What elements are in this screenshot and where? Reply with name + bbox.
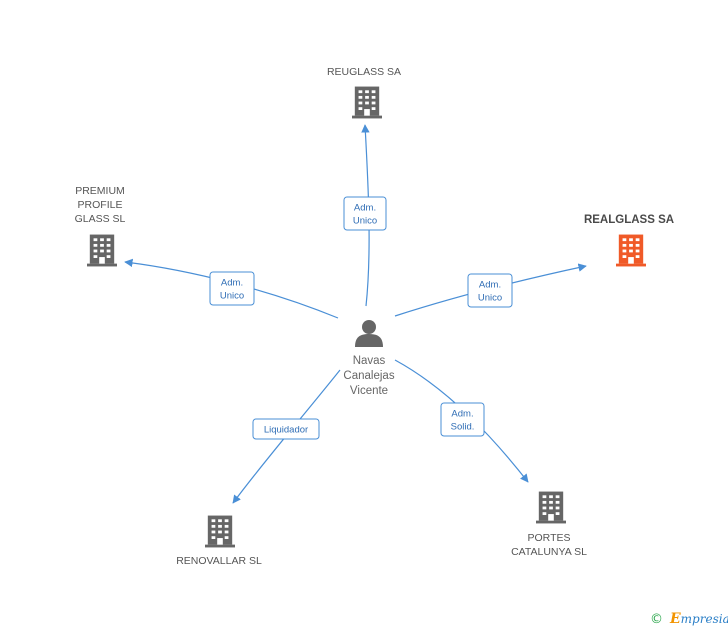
company-name-line: GLASS SL (75, 213, 126, 225)
copyright-symbol: © (650, 612, 663, 627)
relation-label-text: Unico (353, 216, 377, 227)
company-name-line: CATALUNYA SL (511, 546, 587, 558)
footer-brand[interactable]: © Empresia (650, 611, 728, 627)
building-icon (536, 491, 566, 524)
company-name-line: PREMIUM (75, 185, 125, 197)
relation-label-box (252, 418, 320, 440)
relation-label-realglass[interactable]: Adm. Unico (467, 273, 513, 308)
relation-label-text: Liquidador (264, 425, 308, 436)
relation-label-text: Adm. (354, 203, 376, 214)
company-name-line: REALGLASS SA (584, 214, 674, 226)
company-node-realglass[interactable]: REALGLASS SA (584, 214, 674, 267)
building-icon (205, 515, 235, 548)
company-node-portes[interactable]: PORTES CATALUNYA SL (511, 491, 587, 558)
company-node-reuglass[interactable]: REUGLASS SA (327, 66, 401, 119)
company-name-line: PORTES (528, 532, 571, 544)
relation-label-box (467, 273, 513, 308)
person-name-line: Vicente (350, 385, 388, 397)
relation-label-box (440, 402, 485, 437)
relation-label-portes[interactable]: Adm. Solid. (440, 402, 485, 437)
relation-label-box (343, 196, 387, 231)
company-node-renovallar[interactable]: RENOVALLAR SL (176, 515, 262, 567)
relation-label-text: Adm. (221, 278, 243, 289)
brand-logo: Empresia (669, 611, 728, 627)
company-name-line: RENOVALLAR SL (176, 555, 262, 567)
company-name-line: REUGLASS SA (327, 66, 401, 78)
building-icon (616, 234, 646, 267)
person-name-line: Canalejas (343, 370, 394, 382)
person-icon (355, 320, 383, 347)
relation-label-reuglass[interactable]: Adm. Unico (343, 196, 387, 231)
building-icon (87, 234, 117, 267)
relation-label-text: Solid. (451, 422, 475, 433)
relation-label-text: Unico (220, 291, 244, 302)
company-node-premium[interactable]: PREMIUM PROFILE GLASS SL (75, 185, 126, 267)
company-name-line: PROFILE (78, 199, 123, 211)
edge-labels: Adm.UnicoAdm.UnicoAdm.UnicoLiquidadorAdm… (209, 196, 513, 440)
relation-label-text: Unico (478, 293, 502, 304)
relation-label-text: Adm. (479, 280, 501, 291)
person-name-line: Navas (353, 355, 386, 367)
edges (124, 124, 587, 504)
relation-label-box (209, 271, 255, 306)
relation-label-renovallar[interactable]: Liquidador (252, 418, 320, 440)
relation-label-premium[interactable]: Adm. Unico (209, 271, 255, 306)
relation-label-text: Adm. (451, 409, 473, 420)
building-icon (352, 86, 382, 119)
